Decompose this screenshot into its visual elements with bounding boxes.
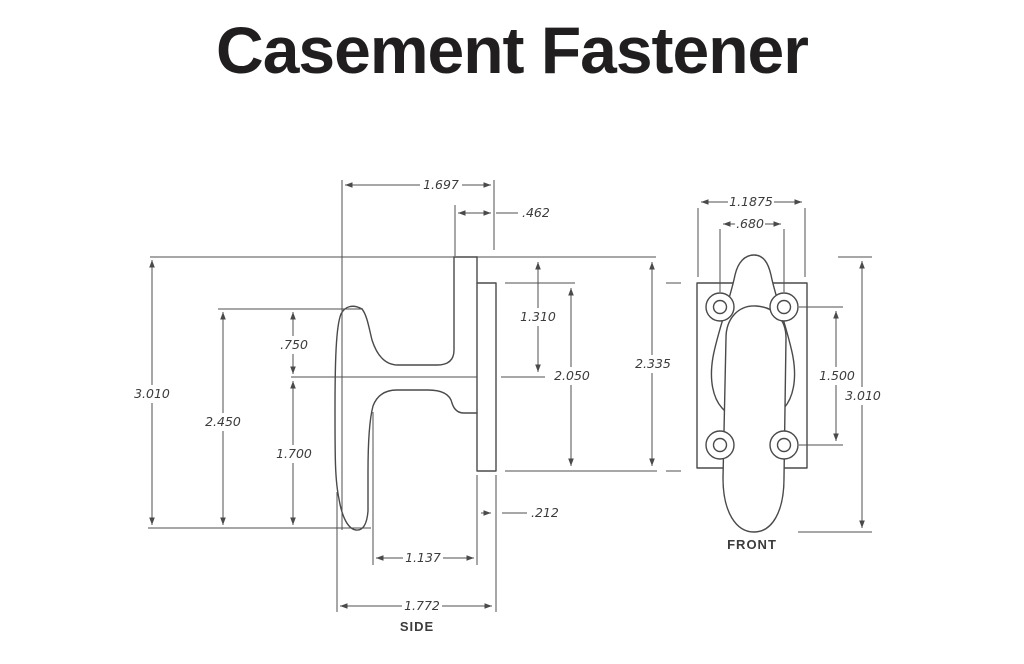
side-view-part: [150, 256, 656, 531]
screw-hole: [705, 292, 735, 322]
side-view-dimensions: 1.697 .462 3.010 2.450 .750 1.700: [134, 177, 681, 634]
ext-line: [666, 282, 681, 472]
side-boss-outline: [361, 256, 455, 366]
dim-front-hole-spacing-vertical: 1.500: [819, 368, 855, 383]
side-handle-outline: [334, 305, 478, 531]
dim-front-hole-spacing-horizontal: .680: [736, 216, 764, 231]
dim-side-overall-depth: 1.772: [404, 598, 440, 613]
screw-hole-bore: [712, 437, 728, 453]
dim-side-top-to-plate-bottom: 2.335: [635, 356, 671, 371]
dim-side-top-to-center-line: 1.310: [520, 309, 556, 324]
dim-front-overall-height: 3.010: [845, 388, 881, 403]
dim-side-top-to-center: .750: [280, 337, 308, 352]
screw-hole-bore: [776, 299, 792, 315]
screw-hole: [769, 292, 799, 322]
page-title: Casement Fastener: [216, 13, 809, 87]
dim-side-center-to-bottom: 1.700: [276, 446, 312, 461]
front-handle-outline: [722, 305, 787, 533]
screw-hole: [705, 430, 735, 460]
front-view-label: FRONT: [727, 537, 777, 552]
dim-side-boss-offset: .462: [522, 205, 550, 220]
screw-hole-bore: [776, 437, 792, 453]
dim-side-handle-height: 2.450: [205, 414, 241, 429]
dim-side-plate-thickness: .212: [531, 505, 559, 520]
dim-side-handle-to-plate: 1.137: [405, 550, 441, 565]
dim-front-plate-width: 1.1875: [729, 194, 773, 209]
front-view-part: [696, 254, 808, 533]
dim-side-overall-height: 3.010: [134, 386, 170, 401]
dim-side-plate-height: 2.050: [554, 368, 590, 383]
side-plate-outline: [476, 282, 497, 472]
dim-side-overall-width: 1.697: [423, 177, 459, 192]
screw-hole-bore: [712, 299, 728, 315]
side-view-label: SIDE: [400, 619, 434, 634]
front-view-dimensions: 1.1875 .680 1.500 3.010 FRONT: [697, 194, 881, 552]
screw-hole: [769, 430, 799, 460]
